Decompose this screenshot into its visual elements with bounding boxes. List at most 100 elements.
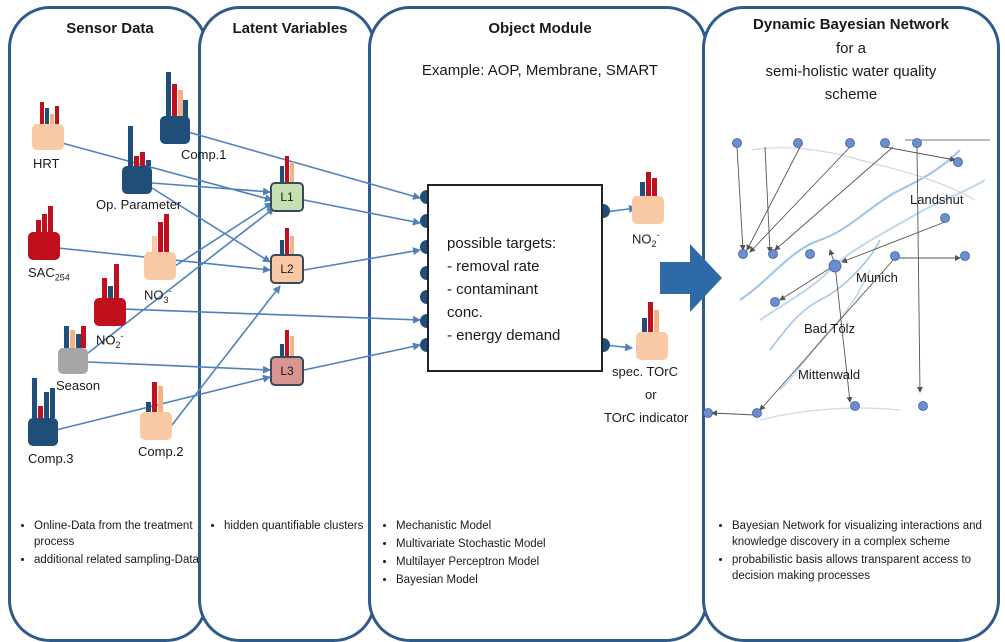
dbn-node (805, 249, 815, 259)
region-outline (751, 147, 976, 421)
dbn-node (953, 157, 963, 167)
sac254-label-sub: 254 (54, 272, 70, 283)
conn-target-no2 (604, 204, 637, 213)
bullet-item: Bayesian Model (396, 572, 696, 588)
comp2-box (140, 412, 172, 440)
no3-label-sub: 3 (163, 294, 169, 305)
conn-comp2-l2 (171, 285, 281, 426)
port-5 (420, 290, 427, 304)
target-item: - energy demand (447, 327, 561, 344)
output-no2-base: NO (632, 231, 652, 247)
bar-chart-icon (36, 206, 58, 234)
bar-chart-icon (32, 378, 56, 418)
conn-hrt-l1 (61, 142, 273, 203)
sensor-no3-label: NO3- (144, 286, 172, 305)
dbn-node (768, 249, 778, 259)
port-3 (420, 240, 427, 254)
sensor-comp3-label: Comp.3 (28, 451, 74, 466)
bar-chart-icon (166, 72, 188, 118)
sensor-op-parameter (122, 126, 156, 196)
output-no2-sub: 2 (651, 238, 657, 249)
port-4 (420, 266, 427, 280)
latent-l2: L2 (270, 228, 304, 288)
sensor-sac254 (28, 206, 62, 262)
latent-l3-box: L3 (270, 356, 304, 386)
dbn-node (752, 408, 762, 418)
sensor-data-title: Sensor Data (66, 20, 154, 37)
bar-chart-icon (146, 382, 168, 412)
target-item: - removal rate (447, 258, 540, 275)
target-input-ports (420, 190, 610, 352)
sensor-hrt (32, 96, 66, 156)
bar-chart-icon (280, 156, 300, 182)
output-no2-sup: - (656, 230, 660, 240)
dbn-node (845, 138, 855, 148)
comp1-box (160, 116, 190, 144)
output-torc-line3: TOrC indicator (604, 410, 689, 425)
map-label-mittenwald: Mittenwald (798, 367, 861, 382)
bar-chart-icon (640, 172, 662, 198)
output-no2-label: NO2- (632, 230, 660, 249)
sensor-comp1 (160, 72, 194, 144)
conn-no2-target (122, 308, 421, 324)
dbn-node (828, 259, 842, 273)
comp3-box (28, 418, 58, 446)
bullet-item: Bayesian Network for visualizing interac… (732, 518, 1002, 550)
output-torc-line2: or (645, 387, 657, 402)
no2-label-base: NO (96, 332, 116, 348)
conn-l2-target (303, 247, 421, 271)
sensor-no3 (144, 214, 178, 282)
bar-chart-icon (102, 264, 124, 300)
no3-label-sup: - (168, 286, 172, 296)
sensor-comp2-label: Comp.2 (138, 444, 184, 459)
river-3 (769, 239, 881, 351)
conn-op-l2 (151, 187, 271, 263)
bar-chart-icon (64, 326, 86, 348)
sensor-comp1-label: Comp.1 (181, 147, 227, 162)
sensor-bullets: Online-Data from the treatment process a… (18, 518, 206, 570)
river-2 (759, 179, 986, 321)
no2-label-sub: 2 (115, 339, 121, 350)
bar-chart-icon (280, 228, 300, 254)
dbn-subtitle-line2: semi-holistic water quality (765, 63, 937, 80)
big-arrow (660, 244, 722, 312)
bullet-item: probabilistic basis allows transparent a… (732, 552, 1002, 584)
dbn-edges (711, 146, 961, 417)
output-torc (636, 302, 670, 362)
bar-chart-icon (128, 126, 152, 166)
map-label-landshut: Landshut (910, 192, 964, 207)
river-1 (739, 149, 961, 301)
conn-season-l3 (87, 361, 271, 374)
target-item: conc. (447, 304, 483, 321)
no3-label-base: NO (144, 287, 164, 303)
latent-l2-box: L2 (270, 254, 304, 284)
output-no2 (632, 172, 666, 228)
dbn-node (918, 401, 928, 411)
dbn-node (738, 249, 748, 259)
latent-bullets: hidden quantifiable clusters (208, 518, 374, 536)
map-label-bad-tolz: Bad Tölz (804, 321, 856, 336)
dbn-node (912, 138, 922, 148)
port-7 (420, 338, 427, 352)
object-module-example: Example: AOP, Membrane, SMART (421, 62, 659, 79)
bullet-item: Multilayer Perceptron Model (396, 554, 696, 570)
sensor-no2-label: NO2- (96, 331, 124, 350)
object-bullets: Mechanistic Model Multivariate Stochasti… (380, 518, 696, 590)
sensor-season (58, 326, 92, 376)
bar-chart-icon (40, 102, 60, 128)
bar-chart-icon (280, 330, 300, 356)
sensor-op-parameter-label: Op. Parameter (96, 197, 182, 212)
bullet-item: Online-Data from the treatment process (34, 518, 206, 550)
conn-op-l1 (151, 182, 271, 196)
conn-comp3-l3 (55, 374, 271, 431)
dbn-node (850, 401, 860, 411)
sensor-no2 (94, 264, 128, 328)
conn-l3-target (303, 342, 421, 371)
bar-chart-icon (642, 302, 664, 332)
dbn-node (960, 251, 970, 261)
possible-targets-box: possible targets: - removal rate - conta… (427, 184, 603, 372)
target-item: - contaminant (447, 281, 538, 298)
hrt-box (32, 124, 64, 150)
